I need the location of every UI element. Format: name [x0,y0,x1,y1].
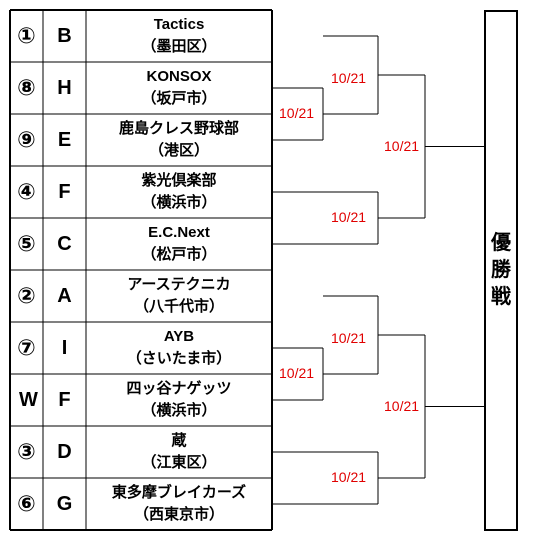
team-name: Tactics [153,16,205,33]
team-cell: Tactics （墨田区） [86,10,272,62]
final-char-3: 戦 [491,286,511,308]
group-letter: F [58,180,71,203]
team-name: KONSOX [146,68,212,85]
seed-number: ⑥ [17,491,36,516]
match-date-semi-bottom: 10/21 [384,397,420,414]
seed-number: ③ [17,439,36,464]
team-cell: AYB （さいたま市） [86,322,272,374]
seed-number: ⑤ [17,231,36,256]
team-location: （港区） [148,142,209,159]
team-location: （坂戸市） [141,90,217,107]
team-location: （墨田区） [141,38,217,55]
team-location: （江東区） [141,454,217,471]
team-cell: 四ッ谷ナゲッツ （横浜市） [86,374,272,426]
group-letter: D [57,440,72,463]
team-cell: 蔵 （江東区） [86,426,272,478]
match-date-r1-d: 10/21 [279,365,315,381]
group-letter: A [57,284,72,307]
team-name: 蔵 [171,432,187,449]
group-letter: G [56,492,73,515]
group-letter: H [57,76,72,99]
team-name: 東多摩ブレイカーズ [111,484,247,501]
team-name: 紫光倶楽部 [141,172,217,189]
team-cell: KONSOX （坂戸市） [86,62,272,114]
team-name: 鹿島クレス野球部 [118,120,239,137]
team-cell: 東多摩ブレイカーズ （西東京市） [86,478,272,530]
seed-number: ⑨ [17,127,36,152]
team-cell: 鹿島クレス野球部 （港区） [86,114,272,166]
seed-number: ② [17,283,36,308]
team-location: （さいたま市） [126,350,232,367]
team-location: （西東京市） [133,506,224,523]
group-letter: C [57,232,72,255]
team-cell: E.C.Next （松戸市） [86,218,272,270]
match-date-r1-b: 10/21 [331,70,367,86]
team-name: 四ッ谷ナゲッツ [126,380,232,397]
group-letter: E [57,128,72,151]
match-date-r1-c: 10/21 [331,209,367,225]
seed-number: ④ [17,179,36,204]
seed-number: ⑧ [17,75,36,100]
match-date-r1-a: 10/21 [279,105,315,121]
team-location: （横浜市） [141,194,217,211]
team-location: （八千代市） [133,298,224,315]
team-cell: アーステクニカ （八千代市） [86,270,272,322]
match-date-r1-f: 10/21 [331,469,367,485]
group-letter: I [61,336,68,359]
team-name: アーステクニカ [127,276,231,293]
team-name: AYB [163,328,195,345]
wildcard-marker: W [19,389,38,411]
team-location: （松戸市） [141,246,217,263]
final-char-2: 勝 [491,259,511,281]
team-location: （横浜市） [141,402,217,419]
seed-number: ① [17,23,36,48]
team-cell: 紫光倶楽部 （横浜市） [86,166,272,218]
final-char-1: 優 [491,232,511,254]
seed-number: ⑦ [17,335,36,360]
team-name: E.C.Next [148,224,210,241]
group-letter: F [58,388,71,411]
match-date-r1-e: 10/21 [331,330,367,346]
match-date-semi-top: 10/21 [384,137,420,154]
group-letter: B [57,24,72,47]
final-box: 優 勝 戦 [484,10,518,531]
